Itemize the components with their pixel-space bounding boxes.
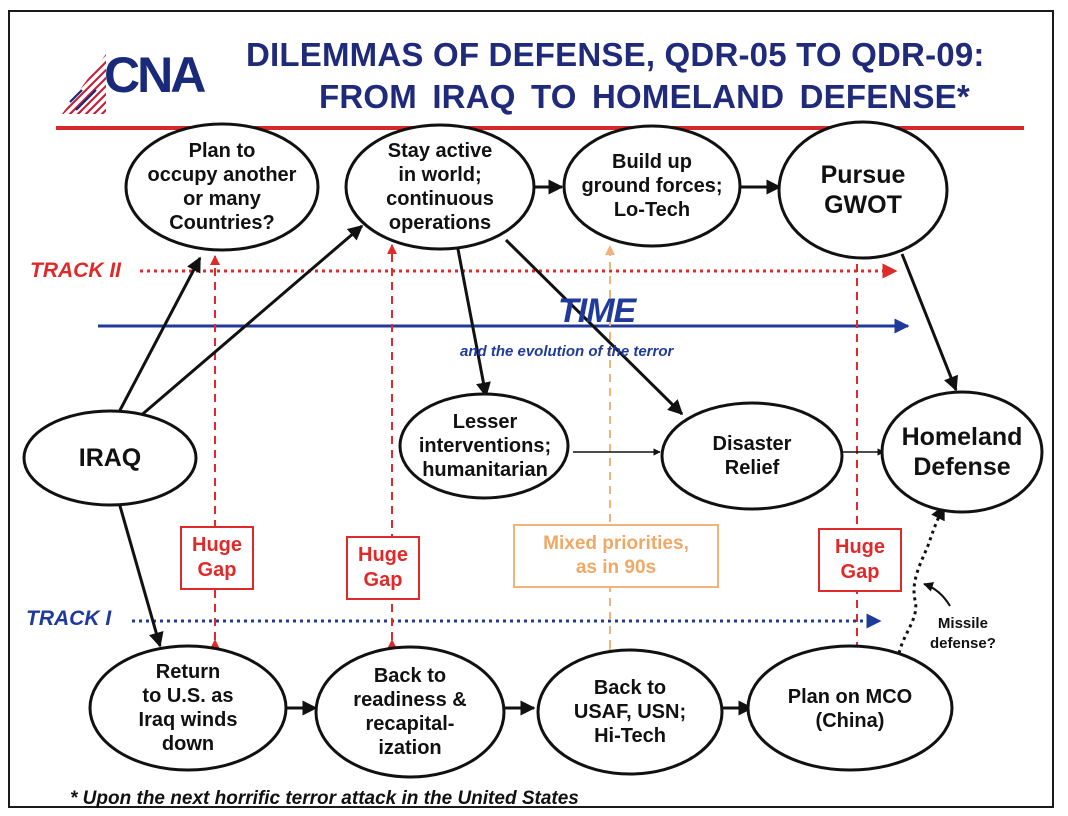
- arrow-iraq-stay: [123, 224, 364, 432]
- track2-label: TRACK II: [30, 259, 121, 282]
- title-line-2: FROM IRAQ TO HOMELAND DEFENSE*: [319, 78, 970, 115]
- node-back-usaf-ellipse: [536, 648, 724, 776]
- node-plan-mco: Plan on MCO (China): [787, 686, 913, 732]
- node-disaster-ellipse: [660, 401, 844, 511]
- footnote: * Upon the next horrific terror attack i…: [70, 788, 579, 809]
- arrow-gwot-homeland: [900, 253, 958, 392]
- node-lesser-ellipse: [398, 392, 570, 500]
- node-back-usaf: Back to USAF, USN; Hi-Tech: [573, 677, 687, 747]
- cna-logo-icon: [62, 54, 106, 114]
- node-iraq-ellipse: [22, 409, 198, 507]
- node-pursue-gwot-ellipse: [777, 120, 949, 260]
- cna-logo-text: CNA: [104, 47, 206, 103]
- node-plan-occupy-ellipse: [124, 122, 320, 252]
- node-plan-mco-ellipse: [746, 644, 954, 772]
- node-stay-active: Stay active in world; continuous operati…: [386, 140, 494, 234]
- node-back-readiness-ellipse: [314, 645, 506, 779]
- node-homeland-ellipse: [880, 390, 1044, 514]
- track1-label: TRACK I: [26, 607, 112, 630]
- time-label: TIME: [558, 292, 636, 330]
- node-lesser-interventions: Lesser interventions; humanitarian: [418, 411, 552, 481]
- gap-box-3: Mixed priorities, as in 90s: [513, 524, 719, 588]
- time-subtitle: and the evolution of the terror: [460, 343, 674, 360]
- title-rule: [56, 126, 1024, 130]
- missile-label-pointer: [923, 582, 951, 607]
- node-iraq: IRAQ: [78, 444, 142, 472]
- node-disaster-relief: Disaster Relief: [712, 433, 792, 479]
- node-plan-occupy: Plan to occupy another or many Countries…: [147, 140, 297, 234]
- gap-box-1: Huge Gap: [180, 526, 254, 590]
- gap-box-4: Huge Gap: [818, 528, 902, 592]
- node-homeland-defense: Homeland Defense: [901, 423, 1023, 481]
- node-return-us: Return to U.S. as Iraq winds down: [138, 661, 238, 755]
- missile-defense-path: [896, 504, 946, 661]
- node-build-ground-ellipse: [562, 124, 742, 248]
- node-pursue-gwot: Pursue GWOT: [820, 161, 906, 219]
- title-line-1: DILEMMAS OF DEFENSE, QDR-05 TO QDR-09:: [246, 36, 985, 73]
- node-back-readiness: Back to readiness & recapital- ization: [353, 665, 467, 759]
- node-stay-active-ellipse: [344, 123, 536, 251]
- arrow-stay-lesser: [455, 243, 491, 398]
- gap-box-2: Huge Gap: [346, 536, 420, 600]
- arrow-stay-disaster: [504, 238, 684, 416]
- missile-defense-label: Missile defense?: [930, 615, 996, 653]
- arrow-iraq-plan: [116, 256, 202, 415]
- node-build-ground: Build up ground forces; Lo-Tech: [581, 151, 723, 221]
- node-return-ellipse: [88, 644, 288, 772]
